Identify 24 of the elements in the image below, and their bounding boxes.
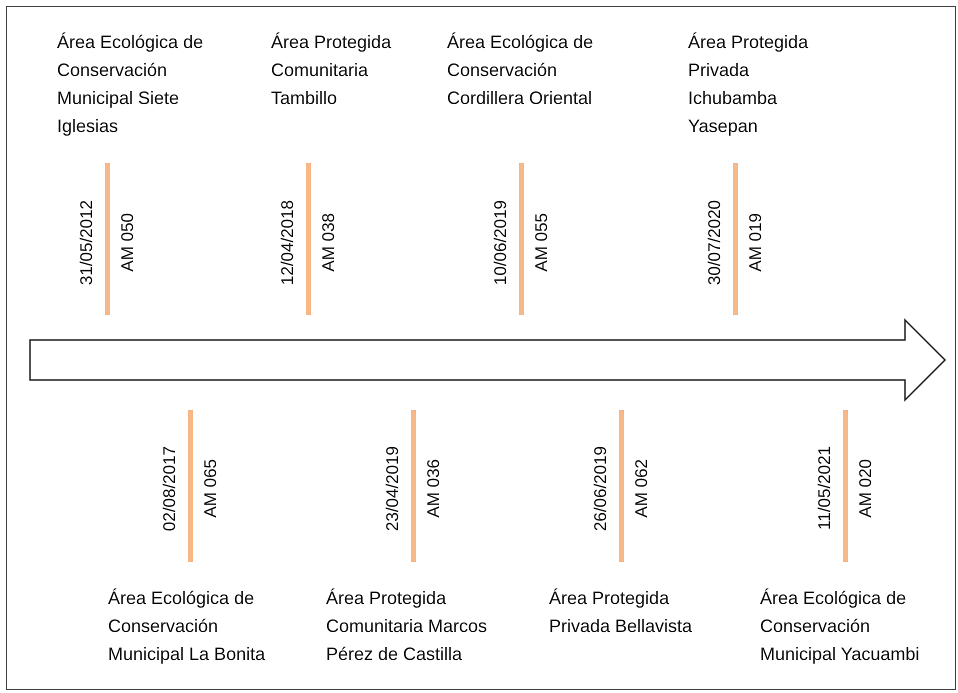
agreement-code: AM 055 <box>532 212 552 272</box>
date-label: 10/06/2019 <box>491 200 511 285</box>
area-name: Área Protegida Comunitaria Marcos Pérez de Castilla <box>326 587 488 666</box>
agreement-code: AM 065 <box>201 458 221 518</box>
area-name: Área Ecológica de Conservación Municipal Siete Iglesias <box>57 31 204 138</box>
agreement-code: AM 019 <box>746 212 766 272</box>
area-name: Área Protegida Comunitaria Tambillo <box>271 31 392 110</box>
area-name: Área Protegida Privada Bellavista <box>549 587 694 638</box>
area-name: Área Ecológica de Conservación Municipal Yacuambi <box>760 587 920 666</box>
agreement-code: AM 038 <box>319 212 339 272</box>
date-label: 12/04/2018 <box>278 200 298 285</box>
agreement-code: AM 036 <box>424 458 444 518</box>
area-name: Área Ecológica de Conservación Cordillera Oriental <box>447 31 594 110</box>
date-label: 30/07/2020 <box>705 200 725 285</box>
date-label: 02/08/2017 <box>160 446 180 531</box>
area-name: Área Ecológica de Conservación Municipal La Bonita <box>108 587 266 666</box>
date-label: 31/05/2012 <box>77 200 97 285</box>
agreement-code: AM 020 <box>856 458 876 518</box>
agreement-code: AM 062 <box>632 458 652 518</box>
date-label: 11/05/2021 <box>815 446 835 530</box>
date-label: 23/04/2019 <box>383 446 403 531</box>
area-name: Área Protegida Privada Ichubamba Yasepan <box>688 31 810 138</box>
agreement-code: AM 050 <box>118 212 138 272</box>
date-label: 26/06/2019 <box>591 446 611 531</box>
